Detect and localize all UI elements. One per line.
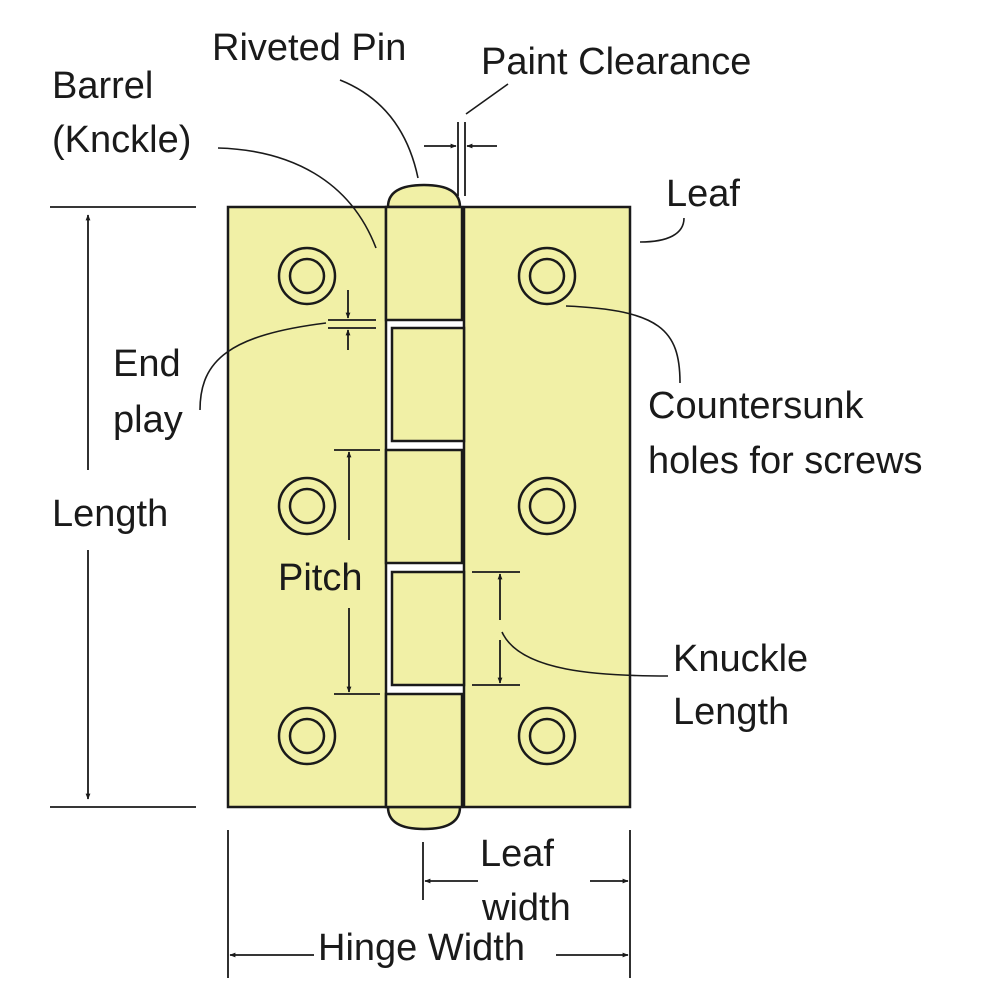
end-play-label-line2: play	[113, 399, 183, 441]
countersunk-leader	[565, 305, 681, 384]
pitch-dimension	[334, 449, 380, 695]
hinge-width-dimension	[227, 830, 631, 978]
screw-hole-right-top	[517, 246, 577, 306]
leaf-width-label-line1: Leaf	[480, 833, 554, 875]
end-play-label-line1: End	[113, 343, 181, 385]
screw-hole-left-middle	[277, 476, 337, 536]
leaf-width-label-line2: width	[481, 887, 571, 929]
countersunk-label-line1: Countersunk	[648, 385, 864, 427]
knuckle-length-label-line1: Knuckle	[673, 638, 808, 680]
screw-hole-left-top	[277, 246, 337, 306]
length-dimension	[50, 206, 196, 808]
knuckle-1	[384, 205, 464, 322]
paint-clearance-label: Paint Clearance	[481, 41, 751, 83]
barrel-label-line2: (Knckle)	[52, 119, 191, 161]
pin-head-bottom	[386, 805, 462, 831]
paint-clearance-dimension	[424, 83, 509, 196]
riveted-pin-label: Riveted Pin	[212, 27, 406, 69]
riveted-pin-leader	[339, 79, 419, 179]
knuckle-length-label-line2: Length	[673, 691, 789, 733]
knuckle-5	[384, 692, 464, 809]
leaf-leader	[639, 217, 685, 243]
length-label: Length	[52, 493, 168, 535]
leaf-width-dimension	[422, 842, 629, 900]
end-play-dimension	[199, 290, 376, 411]
barrel-label-line1: Barrel	[52, 65, 153, 107]
countersunk-label-line2: holes for screws	[648, 440, 923, 482]
barrel-leader	[217, 147, 377, 249]
screw-hole-left-bottom	[277, 706, 337, 766]
knuckle-length-dimension	[472, 571, 669, 686]
screw-hole-right-bottom	[517, 706, 577, 766]
leaf-label: Leaf	[666, 173, 740, 215]
knuckle-2	[390, 326, 466, 443]
pitch-label: Pitch	[278, 557, 362, 599]
screw-hole-right-middle	[517, 476, 577, 536]
hinge-width-label: Hinge Width	[318, 927, 525, 969]
knuckle-3	[384, 448, 464, 565]
pin-head-top	[386, 183, 462, 209]
knuckle-4	[390, 570, 466, 687]
